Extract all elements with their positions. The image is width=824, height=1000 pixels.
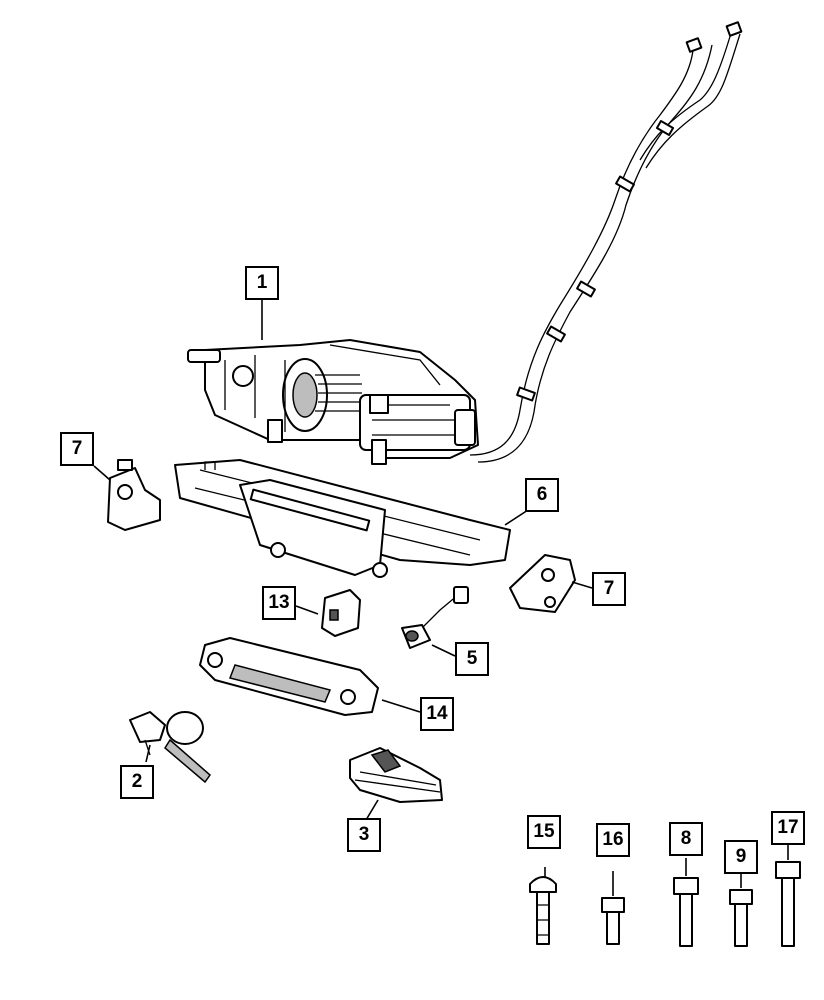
callout-14: 14 [420,697,454,731]
callout-9: 9 [724,840,758,874]
callout-16: 16 [596,823,630,857]
callout-17: 17 [771,811,805,845]
bolt-9 [729,889,753,947]
callout-15: 15 [527,815,561,849]
winch-mounting-frame [174,459,511,578]
callout-13: 13 [262,586,296,620]
hawse-fairlead [199,637,379,716]
winch-strap [349,747,443,803]
bolt-15 [529,876,557,945]
callout-3: 3 [347,818,381,852]
callout-7-left: 7 [60,432,94,466]
cover-plate [321,589,361,637]
callout-8: 8 [669,822,703,856]
bracket-right [509,554,576,613]
bolt-17 [775,861,801,947]
leader-lines [93,300,789,896]
winch-assembly [187,339,479,465]
winch-hook [129,711,212,784]
bracket-left [107,459,161,531]
bolt-8 [673,877,699,947]
callout-1: 1 [245,266,279,300]
callout-7-right: 7 [592,572,626,606]
callout-2: 2 [120,765,154,799]
bolt-16 [601,897,625,945]
callout-5: 5 [455,642,489,676]
callout-6: 6 [525,478,559,512]
connector-plug [401,586,469,649]
winch-wiring-harness [469,21,743,463]
